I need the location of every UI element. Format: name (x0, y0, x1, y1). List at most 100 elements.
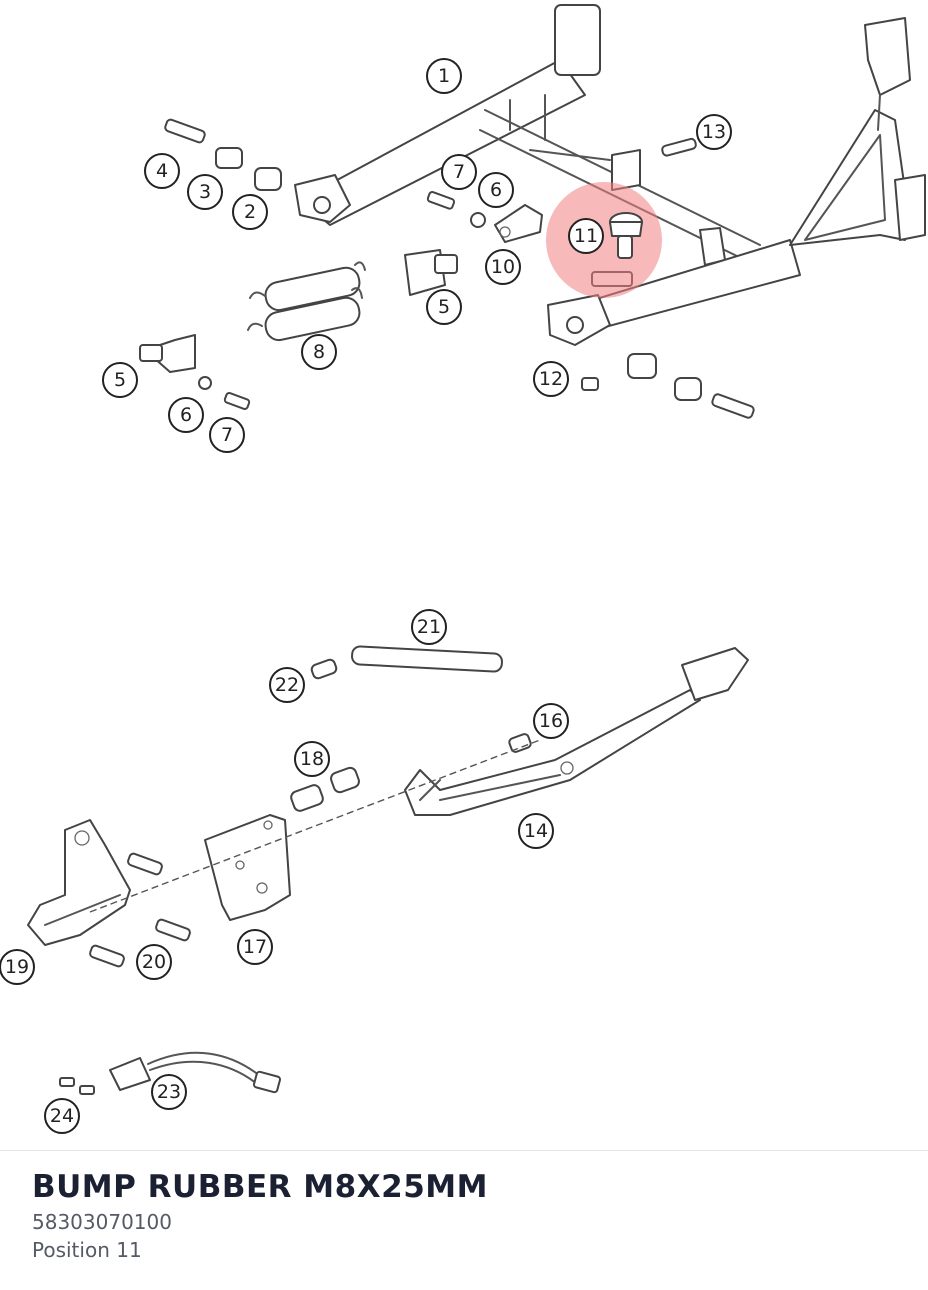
bolt-7-upper (426, 191, 456, 210)
callout-2: 2 (232, 194, 268, 230)
callout-20: 20 (136, 944, 172, 980)
callout-circle (44, 1098, 80, 1134)
part-number: 58303070100 (32, 1210, 172, 1234)
callout-number: 5 (114, 369, 126, 391)
callout-number: 22 (275, 674, 299, 696)
callout-18: 18 (294, 741, 330, 777)
callout-number: 14 (524, 820, 548, 842)
callout-number: 4 (156, 160, 168, 182)
sidestand-14 (404, 647, 749, 816)
callout-circle (151, 1074, 187, 1110)
callout-5: 5 (426, 289, 462, 325)
callout-circle (478, 172, 514, 208)
callout-24: 24 (44, 1098, 80, 1134)
callout-14: 14 (518, 813, 554, 849)
pin-21 (351, 645, 503, 673)
part-name: BUMP RUBBER M8X25MM (32, 1169, 488, 1205)
callout-circle (136, 944, 172, 980)
callout-number: 21 (417, 616, 441, 638)
callout-10: 10 (485, 249, 521, 285)
callout-circle (441, 154, 477, 190)
bolt-4 (164, 118, 206, 144)
bolt-16 (508, 733, 532, 753)
callout-number: 18 (300, 748, 324, 770)
callout-7: 7 (441, 154, 477, 190)
callout-7: 7 (209, 417, 245, 453)
callout-1: 1 (426, 58, 462, 94)
bracket-10 (494, 204, 543, 243)
callout-number: 20 (142, 951, 166, 973)
spring-bracket-5-lower (139, 334, 196, 373)
bump-rubber-11 (546, 182, 662, 298)
callout-circle (187, 174, 223, 210)
nut-12 (581, 377, 599, 391)
callout-number: 7 (453, 161, 465, 183)
callout-21: 21 (411, 609, 447, 645)
callout-circle (426, 289, 462, 325)
highlight-marker (546, 182, 662, 298)
callout-6: 6 (478, 172, 514, 208)
divider (0, 1150, 928, 1151)
bushing-2 (254, 167, 282, 191)
callout-number: 24 (50, 1105, 74, 1127)
callout-circle (518, 813, 554, 849)
part-position: Position 11 (32, 1238, 142, 1262)
callout-circle (209, 417, 245, 453)
callout-number: 8 (313, 341, 325, 363)
callout-19: 19 (0, 949, 35, 985)
callout-circle (301, 334, 337, 370)
callout-number: 2 (244, 201, 256, 223)
callout-number: 10 (491, 256, 515, 278)
callout-number: 1 (438, 65, 450, 87)
callout-circle (568, 218, 604, 254)
center-stand-frame (294, 4, 926, 346)
callout-number: 17 (243, 936, 267, 958)
callout-3: 3 (187, 174, 223, 210)
callout-circle (144, 153, 180, 189)
callout-circle (102, 362, 138, 398)
callout-number: 13 (702, 121, 726, 143)
callout-circle (294, 741, 330, 777)
callout-number: 3 (199, 181, 211, 203)
callout-number: 6 (180, 404, 192, 426)
callout-23: 23 (151, 1074, 187, 1110)
callout-22: 22 (269, 667, 305, 703)
callout-4: 4 (144, 153, 180, 189)
callout-number: 16 (539, 710, 563, 732)
spring-bracket-5-upper (404, 249, 458, 296)
assembly-axis (89, 739, 541, 913)
callout-number: 12 (539, 368, 563, 390)
bolt-7-lower (223, 392, 251, 410)
screws-24 (59, 1077, 95, 1095)
bushings-18 (290, 766, 360, 812)
callout-circle (411, 609, 447, 645)
stand-bushings (627, 353, 755, 419)
callout-number: 23 (157, 1081, 181, 1103)
springs-8 (247, 261, 366, 342)
callout-17: 17 (237, 929, 273, 965)
bolts-20 (89, 852, 191, 968)
callout-number: 5 (438, 296, 450, 318)
callout-circle (168, 397, 204, 433)
mount-19 (27, 819, 131, 946)
callout-5: 5 (102, 362, 138, 398)
nut-6-lower (198, 376, 212, 390)
callout-number: 6 (490, 179, 502, 201)
callout-11: 11 (568, 218, 604, 254)
nut-6-upper (470, 212, 486, 228)
callout-13: 13 (696, 114, 732, 150)
switch-cable-23 (109, 1051, 281, 1094)
callout-6: 6 (168, 397, 204, 433)
callout-number: 7 (221, 424, 233, 446)
bolt-22 (310, 658, 338, 680)
callout-circle (533, 703, 569, 739)
callout-circle (426, 58, 462, 94)
callout-circle (696, 114, 732, 150)
plate-17 (204, 814, 291, 921)
bushing-3 (215, 147, 243, 169)
callout-circle (232, 194, 268, 230)
callout-12: 12 (533, 361, 569, 397)
callout-circle (269, 667, 305, 703)
